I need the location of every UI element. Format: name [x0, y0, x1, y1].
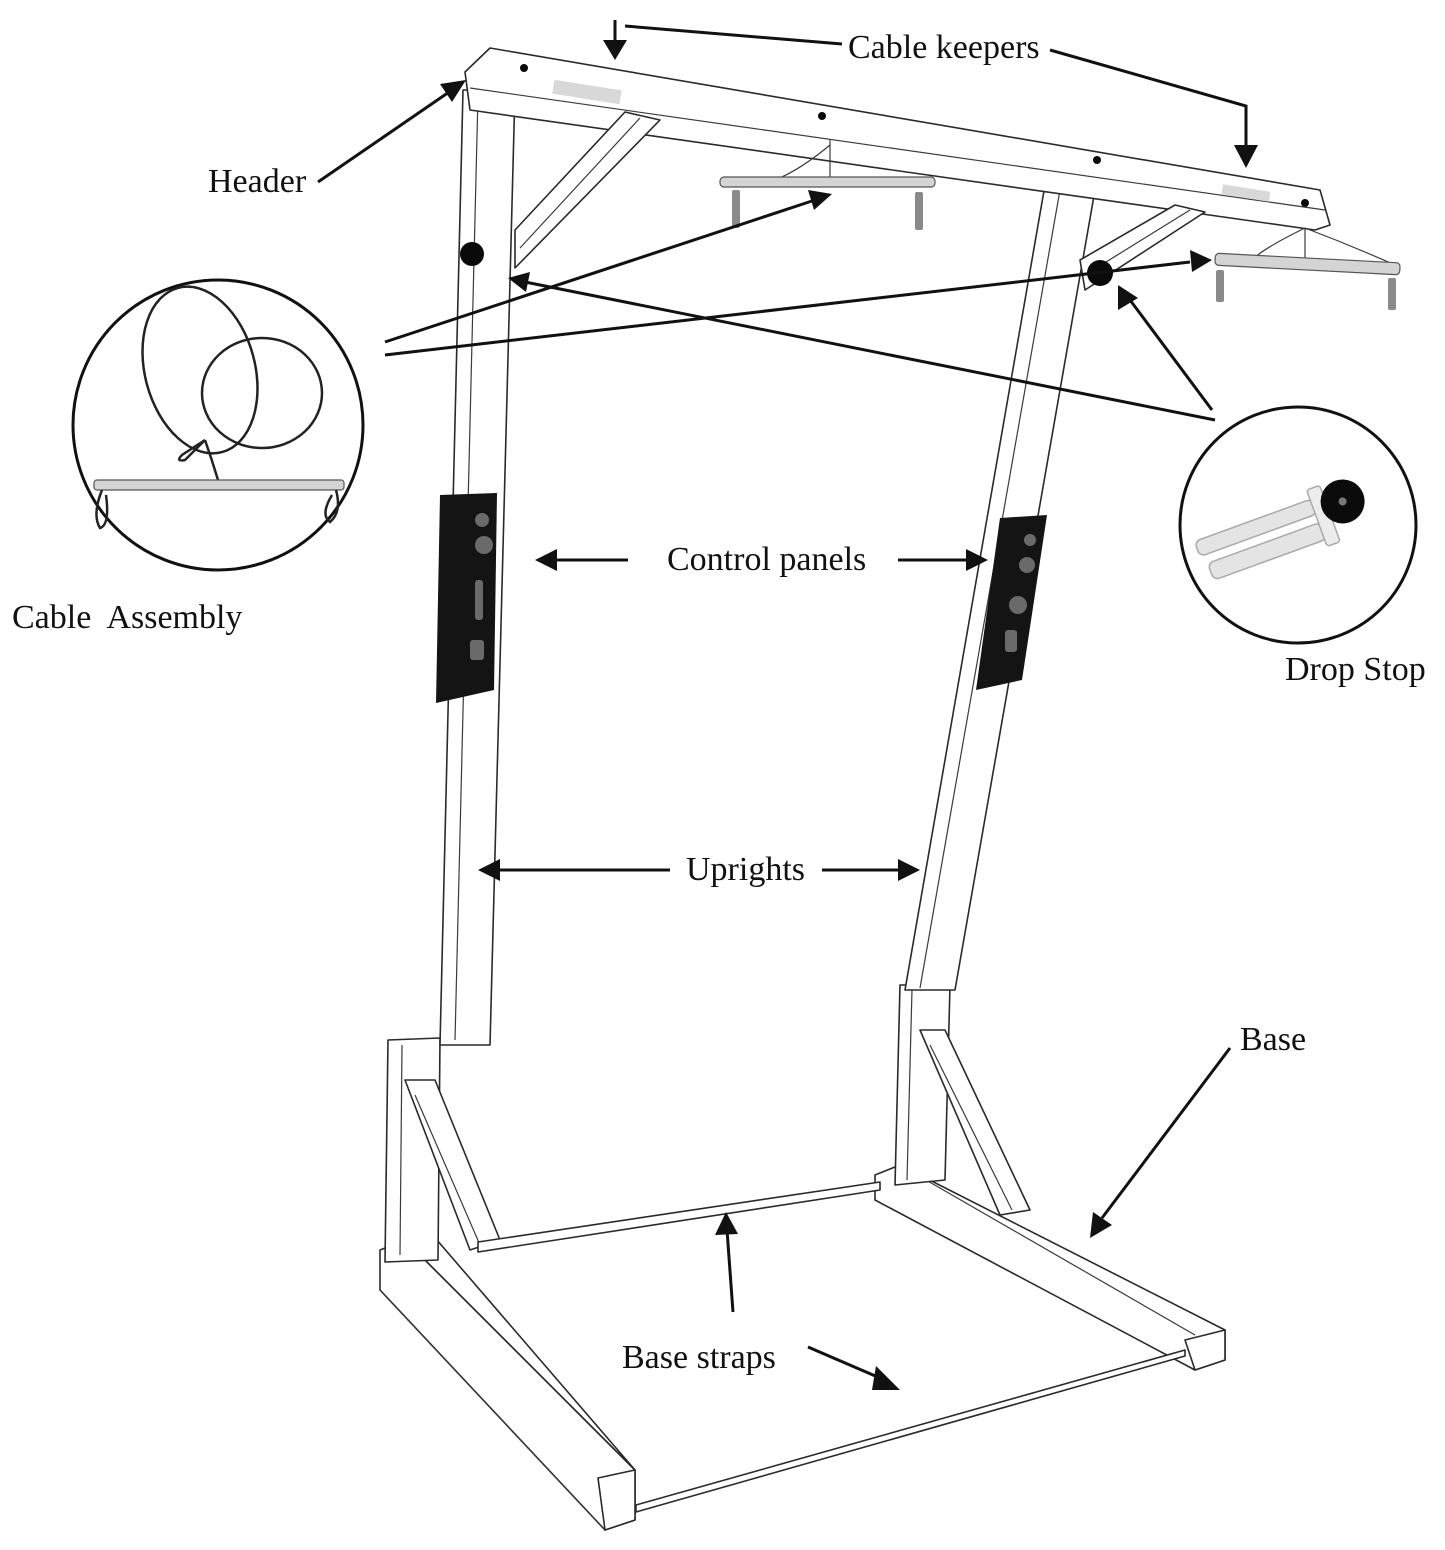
label-control-panels: Control panels — [667, 541, 866, 578]
drop-stop-callout — [1178, 405, 1418, 645]
arrow-cable-keeper-right — [1234, 145, 1258, 168]
label-cable-assembly: Cable Assembly — [12, 599, 242, 636]
arrow-base-strap-rear — [715, 1212, 738, 1235]
control-panel-left — [436, 493, 497, 703]
spreader-bar-center — [719, 140, 936, 230]
leader-lines — [317, 20, 1258, 1390]
left-brace — [514, 111, 661, 269]
cable-assembly-callout — [71, 278, 365, 572]
label-cable-keepers: Cable keepers — [848, 29, 1040, 66]
header-beam — [464, 47, 1331, 231]
spreader-bar-right — [1214, 227, 1401, 310]
label-header: Header — [208, 163, 307, 200]
label-base: Base — [1240, 1021, 1306, 1058]
arrow-uprights-right — [898, 859, 920, 881]
arrow-base-strap-front — [872, 1366, 900, 1390]
label-uprights: Uprights — [686, 851, 805, 888]
base-strap-rear — [477, 1181, 881, 1253]
arrow-drop-stop-right — [1118, 285, 1138, 310]
arrow-drop-stop-left — [508, 272, 530, 292]
arrow-cable-assembly-right — [1190, 250, 1212, 272]
arrow-control-panel-left — [535, 549, 557, 571]
arrow-uprights-left — [478, 859, 500, 881]
base-right-foot — [874, 1164, 1226, 1371]
drop-stop-knob-left — [460, 242, 484, 266]
left-upright-sleeve — [384, 1037, 501, 1263]
control-panel-right — [976, 515, 1047, 690]
label-drop-stop: Drop Stop — [1285, 651, 1426, 688]
base-strap-front — [635, 1349, 1186, 1513]
frame-structure — [379, 47, 1401, 1531]
arrow-cable-assembly-center — [808, 190, 832, 210]
label-base-straps: Base straps — [622, 1339, 776, 1376]
base-left-foot — [379, 1231, 636, 1531]
arrow-control-panel-right — [966, 549, 988, 571]
arrow-header — [440, 80, 466, 102]
arrow-cable-keeper-left — [603, 40, 627, 60]
arrow-base — [1090, 1212, 1112, 1238]
right-upright-sleeve — [894, 984, 1031, 1216]
